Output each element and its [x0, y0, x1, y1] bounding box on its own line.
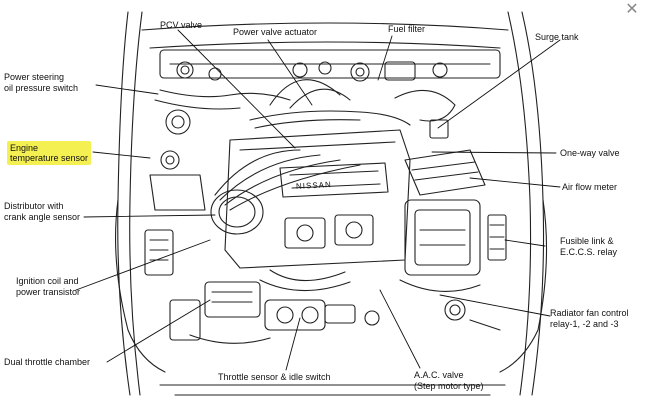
label-ignition-1: Ignition coil and — [16, 276, 79, 286]
label-throttle-sensor: Throttle sensor & idle switch — [218, 372, 331, 382]
label-radiator-2: relay-1, -2 and -3 — [550, 319, 619, 329]
label-fusible-2: E.C.C.S. relay — [560, 247, 618, 257]
label-fusible-1: Fusible link & — [560, 236, 614, 246]
label-radiator-1: Radiator fan control — [550, 308, 629, 318]
label-engine-temp-2: temperature sensor — [10, 153, 89, 163]
label-dual-throttle: Dual throttle chamber — [4, 357, 91, 367]
label-power-valve-actuator: Power valve actuator — [233, 27, 318, 37]
label-pcv-valve: PCV valve — [160, 20, 203, 30]
right-components — [394, 89, 507, 331]
left-components — [144, 89, 291, 276]
label-fuel-filter: Fuel filter — [388, 24, 426, 34]
engine-brand-text: NISSAN — [295, 180, 332, 191]
label-distributor-2: crank angle sensor — [4, 212, 81, 222]
car-body-outline — [115, 11, 548, 396]
radiator-area — [159, 49, 501, 82]
label-aac-2: (Step motor type) — [414, 381, 484, 391]
label-surge-tank: Surge tank — [535, 32, 579, 42]
engine-sensor-highlight — [7, 141, 91, 165]
label-power-steering-1: Power steering — [4, 72, 65, 82]
label-air-flow-meter: Air flow meter — [562, 182, 618, 192]
lower-left-components — [169, 281, 380, 344]
label-one-way-valve: One-way valve — [560, 148, 620, 158]
label-engine-temp-1: Engine — [10, 143, 39, 153]
close-icon[interactable]: ✕ — [625, 1, 639, 18]
label-aac-1: A.A.C. valve — [414, 370, 464, 380]
label-ignition-2: power transistor — [16, 287, 81, 297]
label-power-steering-2: oil pressure switch — [4, 83, 79, 93]
label-distributor-1: Distributor with — [4, 201, 64, 211]
leader-lines — [75, 29, 561, 371]
